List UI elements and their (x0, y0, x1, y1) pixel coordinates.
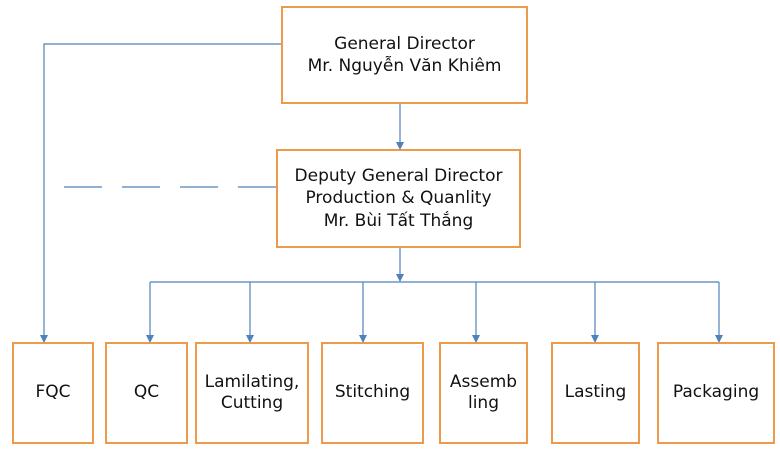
department-label: Stitching (334, 382, 411, 403)
department-box-packaging: Packaging (657, 342, 775, 444)
department-label: Lasting (564, 382, 627, 403)
department-label: QC (133, 382, 160, 403)
department-box-fqc: FQC (12, 342, 94, 444)
gd-to-fqc-connector (40, 43, 281, 343)
general-director-title: General Director (334, 33, 475, 54)
department-label-line-1: Lamilating, (204, 371, 300, 392)
department-box-qc: QC (105, 342, 188, 444)
department-label-line-2: Cutting (220, 393, 284, 413)
department-box-lamilating-cutting: Lamilating, Cutting (195, 342, 309, 444)
department-box-stitching: Stitching (321, 342, 424, 444)
general-director-person: Mr. Nguyễn Văn Khiêm (307, 56, 502, 76)
general-director-box: General Director Mr. Nguyễn Văn Khiêm (281, 6, 528, 104)
deputy-general-director-box: Deputy General Director Production & Qua… (276, 149, 521, 248)
department-label: FQC (35, 382, 71, 403)
department-box-lasting: Lasting (551, 342, 640, 444)
deputy-director-title: Deputy General Director (294, 166, 503, 187)
department-label: Packaging (672, 382, 760, 403)
department-label-line-1: Assemb (449, 371, 518, 392)
deputy-director-person: Mr. Bùi Tất Thắng (323, 210, 474, 231)
deputy-director-department: Production & Quanlity (305, 188, 492, 209)
department-label-line-2: ling (467, 393, 499, 413)
department-box-assembling: Assemb ling (439, 342, 528, 444)
